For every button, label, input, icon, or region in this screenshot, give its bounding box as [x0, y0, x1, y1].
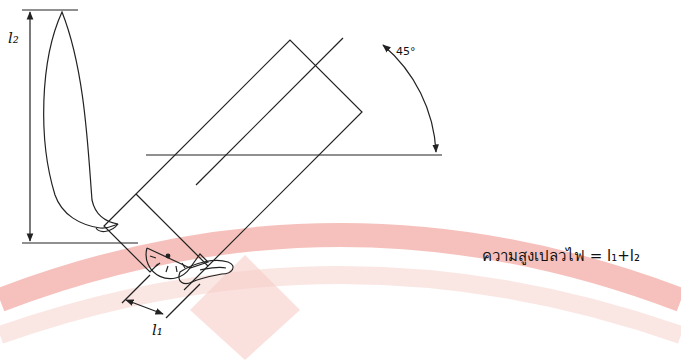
flame-hook — [96, 224, 118, 231]
flame — [44, 12, 118, 228]
formula-note: ความสูงเปลวไฟ = l₁+l₂ — [482, 248, 640, 265]
angle-label: 45° — [396, 46, 416, 58]
nozzle — [104, 218, 158, 272]
hand — [179, 260, 233, 283]
protractor — [146, 248, 190, 279]
dimension-label: l₁ — [152, 322, 163, 339]
watermark — [0, 235, 681, 360]
burner-tube — [112, 40, 362, 290]
dimension-label: l₂ — [8, 30, 19, 47]
apparatus — [22, 10, 442, 318]
